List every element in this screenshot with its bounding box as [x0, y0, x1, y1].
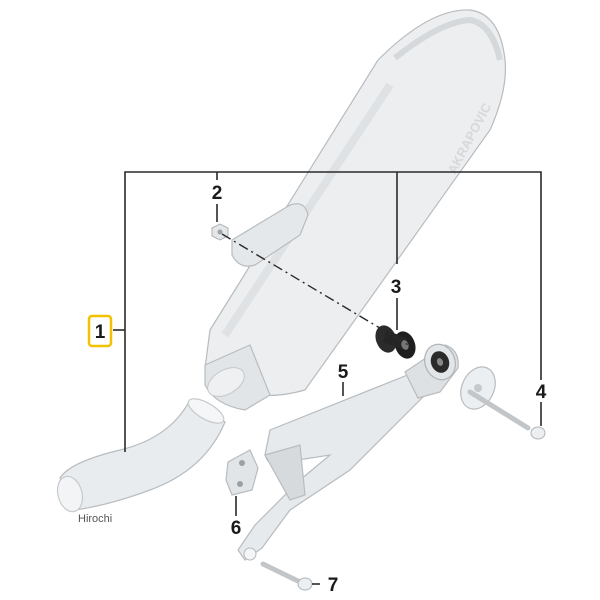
assembly-bracket-lines [113, 171, 542, 452]
muffler-bracket [237, 344, 459, 561]
callout-2[interactable]: 2 [212, 183, 223, 204]
bracket-mount-eye [424, 343, 456, 381]
nut-part-2 [211, 223, 229, 241]
washer-disc [460, 366, 496, 410]
bolt-part-7 [260, 561, 313, 591]
link-pipe [56, 398, 226, 513]
leader-lines [216, 204, 542, 585]
callout-3[interactable]: 3 [391, 277, 402, 298]
bolt-part-4 [467, 389, 546, 440]
callout-1[interactable]: 1 [95, 322, 106, 343]
watermark: Hirochi [78, 513, 112, 525]
callout-6[interactable]: 6 [231, 518, 242, 539]
callout-5[interactable]: 5 [338, 362, 349, 383]
highlight-box-callout-1 [87, 314, 113, 348]
clamp-part [225, 449, 259, 496]
rubber-grommet [375, 325, 416, 359]
callout-7[interactable]: 7 [328, 575, 339, 596]
callout-4[interactable]: 4 [536, 382, 547, 403]
muffler-silencer: AKRAPOVIC [204, 9, 507, 411]
